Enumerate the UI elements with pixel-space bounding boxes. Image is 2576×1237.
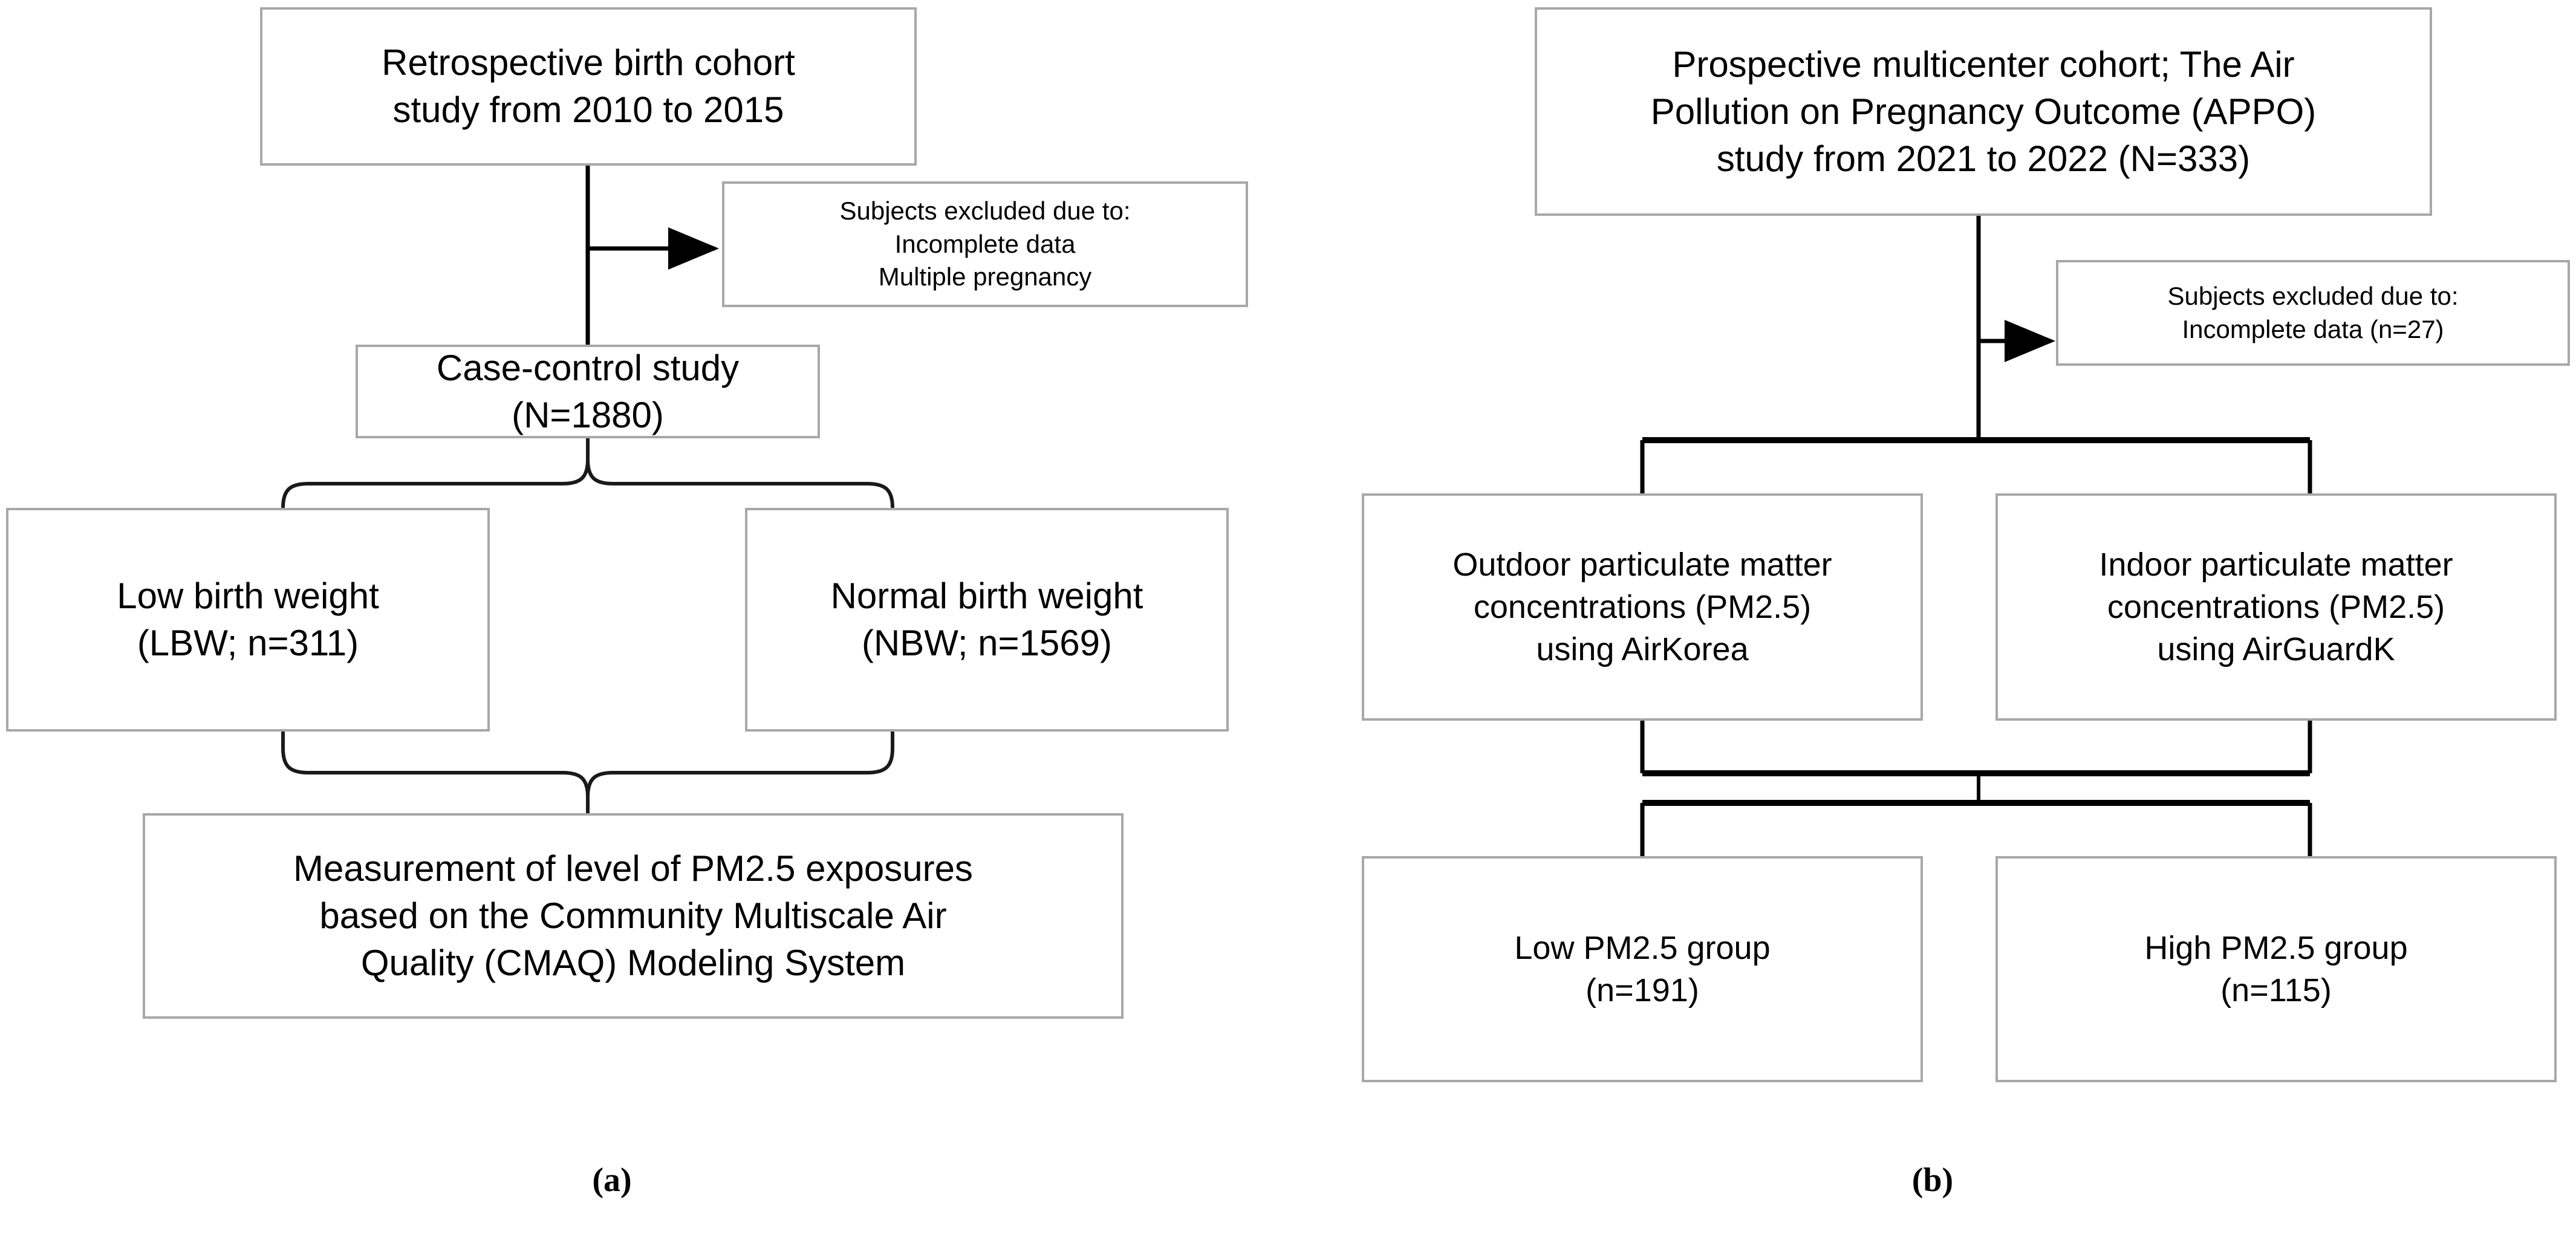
node-case-control-study[interactable]: Case-control study (N=1880) — [356, 345, 820, 438]
node-low-birth-weight[interactable]: Low birth weight (LBW; n=311) — [6, 508, 490, 732]
node-b-subjects-excluded[interactable]: Subjects excluded due to: Incomplete dat… — [2056, 260, 2570, 366]
node-outdoor-pm-concentrations[interactable]: Outdoor particulate matter concentration… — [1362, 493, 1923, 721]
node-retrospective-cohort[interactable]: Retrospective birth cohort study from 20… — [260, 7, 917, 166]
node-high-pm25-group[interactable]: High PM2.5 group (n=115) — [1995, 856, 2557, 1082]
brace-a-merge-left — [281, 732, 590, 813]
node-low-pm25-group[interactable]: Low PM2.5 group (n=191) — [1362, 856, 1923, 1082]
node-appo-prospective-cohort[interactable]: Prospective multicenter cohort; The Air … — [1535, 7, 2432, 216]
node-pm25-exposure-measurement[interactable]: Measurement of level of PM2.5 exposures … — [143, 813, 1124, 1019]
node-a-subjects-excluded[interactable]: Subjects excluded due to: Incomplete dat… — [722, 181, 1248, 307]
node-normal-birth-weight[interactable]: Normal birth weight (NBW; n=1569) — [745, 508, 1229, 732]
node-indoor-pm-concentrations[interactable]: Indoor particulate matter concentrations… — [1995, 493, 2557, 721]
panel-label-a: (a) — [592, 1161, 632, 1199]
brace-a-merge-right — [586, 732, 894, 797]
panel-label-b: (b) — [1911, 1161, 1954, 1199]
